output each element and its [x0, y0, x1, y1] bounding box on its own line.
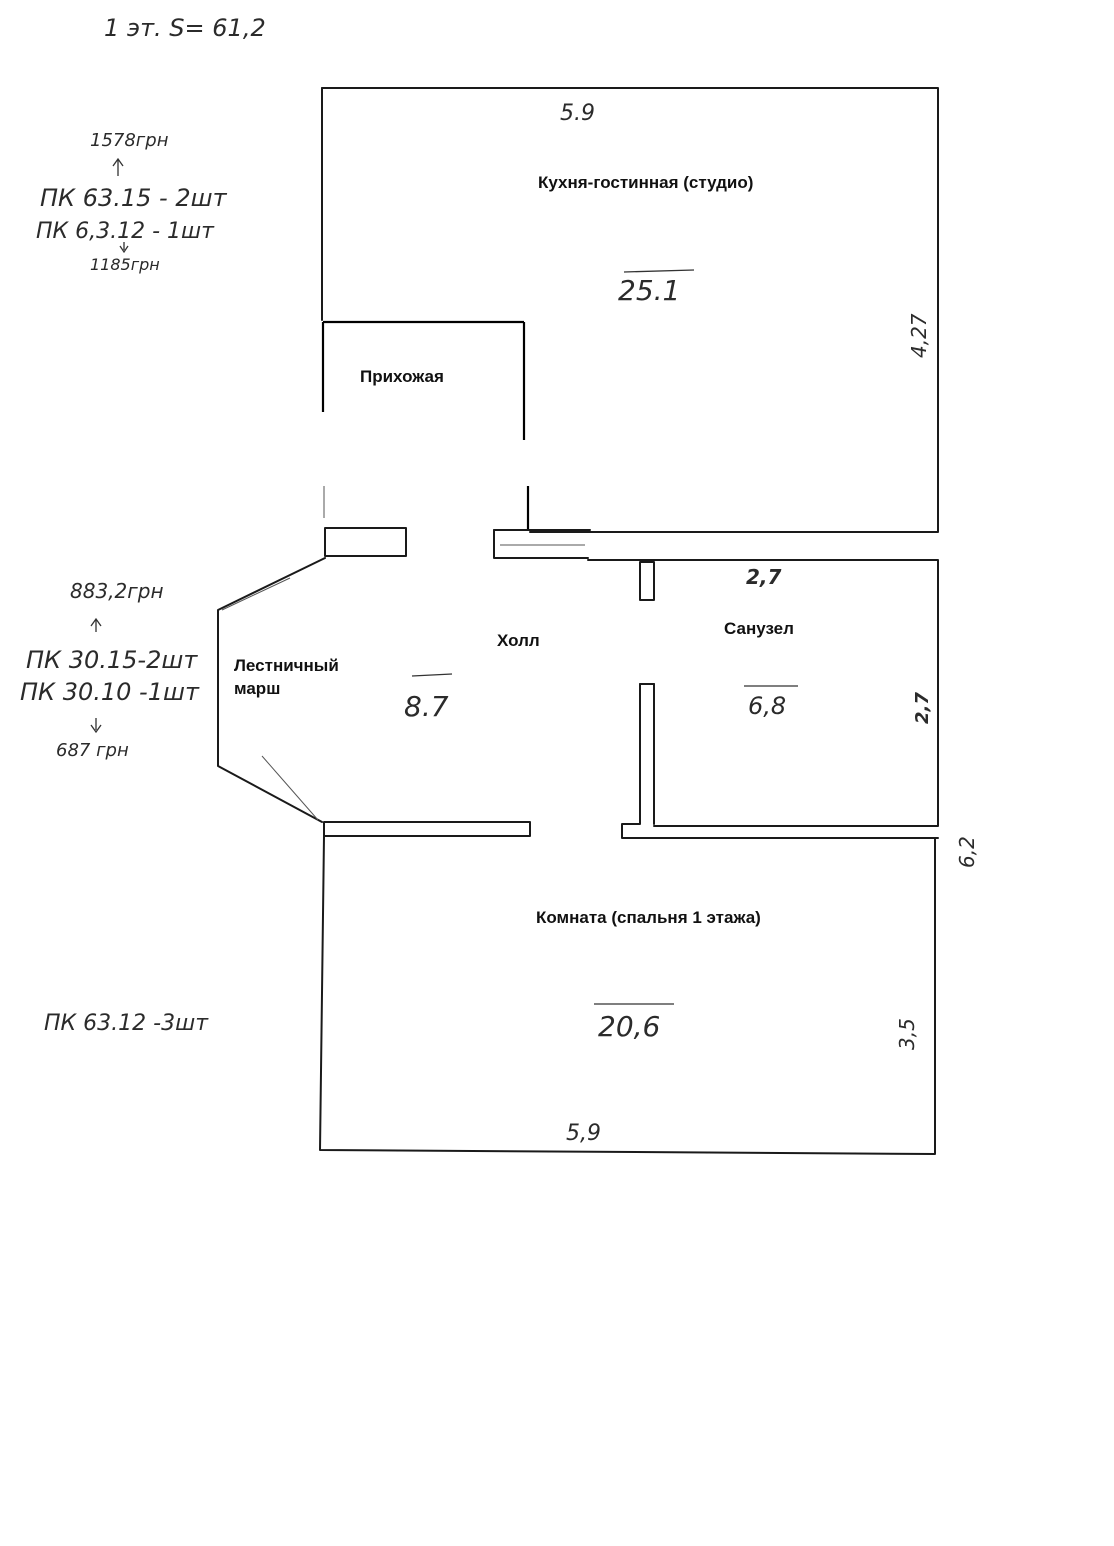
- bath-width: 2,7: [746, 565, 782, 589]
- note-bottom-line: ПК 63.12 -3шт: [44, 1011, 209, 1036]
- bedroom-label: Комната (спальня 1 этажа): [536, 908, 761, 927]
- hall-area: 8.7: [404, 690, 449, 723]
- note-top-line2: ПК 6,3.12 - 1шт: [36, 219, 215, 244]
- note-top-line1: ПК 63.15 - 2шт: [40, 184, 228, 212]
- header-note: 1 эт. S= 61,2: [104, 14, 266, 42]
- bedroom-area: 20,6: [598, 1010, 660, 1043]
- note-mid-price-high: 883,2грн: [70, 579, 164, 603]
- entry-walls: [321, 320, 530, 530]
- overall-depth: 6,2: [955, 836, 979, 868]
- kitchen-depth: 4,27: [907, 313, 931, 358]
- stair-walls: [217, 557, 326, 823]
- kitchen-label: Кухня-гостинная (студио): [538, 173, 753, 192]
- bedroom-walls: [319, 835, 936, 1155]
- bedroom-width: 5,9: [566, 1121, 601, 1146]
- kitchen-walls: [321, 87, 939, 533]
- note-mid-price-low: 687 грн: [56, 740, 129, 761]
- note-mid-line2: ПК 30.10 -1шт: [20, 678, 200, 706]
- note-top-price-high: 1578грн: [90, 130, 169, 151]
- stair-label-line1: Лестничный: [234, 656, 339, 675]
- stair-label-line2: марш: [234, 679, 280, 698]
- hall-upper-right-wall: [493, 529, 591, 559]
- bath-label: Санузел: [724, 619, 794, 638]
- area-overlines: [411, 269, 798, 1005]
- hall-upper-left-wall: [324, 527, 407, 557]
- hall-lower-left-wall: [323, 821, 531, 837]
- entry-label: Прихожая: [360, 367, 444, 386]
- note-top-price-low: 1185грн: [90, 255, 160, 274]
- bath-walls: [587, 559, 939, 839]
- hall-label: Холл: [497, 631, 540, 650]
- bath-depth: 2,7: [912, 692, 933, 724]
- kitchen-width: 5.9: [560, 101, 595, 126]
- bath-area: 6,8: [748, 692, 786, 720]
- note-mid-line1: ПК 30.15-2шт: [26, 646, 198, 674]
- kitchen-area: 25.1: [618, 274, 680, 307]
- bedroom-depth: 3,5: [895, 1018, 919, 1050]
- note-arrows: [90, 157, 129, 734]
